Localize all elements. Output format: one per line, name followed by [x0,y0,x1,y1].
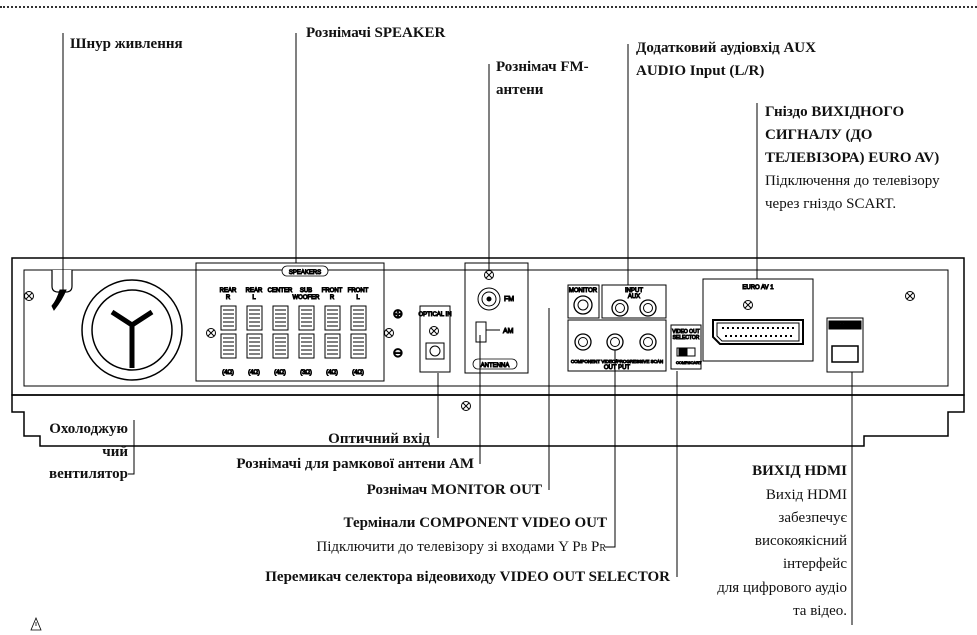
warning-icon [30,616,42,631]
speaker-channel-bottom: L [356,295,360,301]
euro-av-label-2: СИГНАЛУ (ДО [765,127,873,143]
component-desc-text: Підключити до телевізору зі входами Y P [316,539,581,555]
antenna-text: ANTENNA [481,363,510,369]
optical-input-label: Оптичний вхід [328,431,430,447]
fan-label-1: Охолоджую [49,421,128,437]
minus-icon: ⊖ [393,346,404,361]
speaker-impedance: (4Ω) [352,370,364,376]
monitor-text: MONITOR [569,288,598,294]
speaker-impedance: (4Ω) [222,370,234,376]
hdmi-desc-6: та відео. [793,603,847,619]
speaker-channel-bottom: R [226,295,231,301]
component-label-text: COMPONENT VIDEO/PROGRESSIVE SCAN [571,359,663,364]
euro-av-label-1: Гніздо ВИХІДНОГО [765,104,905,120]
speaker-channel-top: REAR [246,288,263,294]
hdmi-out-text: HDMI OUT [833,323,858,329]
hdmi-desc-3: високоякісний [754,533,847,549]
euro-av-scart-connector: EURO AV 1 [702,278,814,362]
speaker-channel-top: REAR [220,288,237,294]
speaker-connectors-label: Рознімачі SPEAKER [306,25,446,41]
power-cord-icon [51,270,73,293]
monitor-out-label: Рознімач MONITOR OUT [366,482,542,498]
cooling-fan-icon [81,279,183,381]
aux-input-label-1: Додатковий аудіовхід AUX [636,40,816,56]
chassis-outline [11,394,965,447]
plus-icon: ⊕ [393,307,404,322]
video-out-selector-switch: VIDEO OUT SELECTOR COMP. SCART [670,324,703,370]
output-text: OUT PUT [604,365,631,371]
euro-av-text: EURO AV 1 [742,285,774,291]
hdmi-desc-5: для цифрового аудіо [717,580,847,596]
euro-av-label-3: ТЕЛЕВІЗОРА) EURO AV) [765,150,940,166]
scart-text: SCART [688,360,702,365]
am-antenna-label: Рознімачі для рамкової антени AM [236,456,474,472]
optical-in-text: OPTICAL IN [418,312,451,318]
euro-av-desc-2: через гніздо SCART. [765,196,897,212]
hdmi-out-label: ВИХІД HDMI [752,463,847,479]
antenna-terminals: FM AM ANTENNA [464,262,529,374]
video-audio-jacks: MONITOR INPUT AUX COMPONENT VIDEO/PROGRE… [567,284,667,372]
comp-text: COMP. [676,360,689,365]
speaker-channel-top: SUB [300,288,312,294]
pr-subscript: R [599,543,606,554]
speaker-channel-bottom: L [252,295,256,301]
input-text: INPUT [625,288,643,294]
euro-av-desc-1: Підключення до телевізору [765,173,940,189]
hdmi-desc-1: Вихід HDMI [765,487,847,503]
hdmi-out-port: HDMI OUT [826,317,864,373]
am-text: AM [503,328,514,335]
dotted-top-border [0,6,977,8]
speaker-channel-bottom: WOOFER [293,295,321,301]
pr-text: P [587,539,600,555]
speaker-channel-top: FRONT [322,288,343,294]
video-out-selector-label: Перемикач селектора відеовиходу VIDEO OU… [265,569,670,585]
optical-input: OPTICAL IN [418,305,452,373]
hdmi-desc-2: забезпечує [778,510,847,526]
aux-text: AUX [628,294,640,300]
speaker-channel-top: CENTER [268,288,293,294]
component-video-desc: Підключити до телевізору зі входами Y PB… [190,536,606,560]
video-out-text: VIDEO OUT [672,329,700,335]
fan-label-3: вентилятор [49,466,128,482]
speakers-title-text: SPEAKERS [289,270,321,276]
speaker-channel-top: FRONT [348,288,369,294]
hdmi-desc-4: інтерфейс [783,556,847,572]
fm-text: FM [504,296,514,303]
speaker-impedance: (4Ω) [326,370,338,376]
selector-text: SELECTOR [673,335,700,341]
speaker-channel-bottom: R [330,295,335,301]
speaker-impedance: (4Ω) [274,370,286,376]
speaker-impedance: (3Ω) [300,370,312,376]
power-cord-label: Шнур живлення [70,36,183,52]
component-video-label: Термінали COMPONENT VIDEO OUT [343,515,607,531]
fm-connector-label-1: Рознімач FM- [496,59,589,75]
fm-connector-label-2: антени [496,82,544,98]
fan-label-2: чий [102,444,128,460]
aux-input-label-2: AUDIO Input (L/R) [636,63,765,79]
speaker-terminals: SPEAKERS REARR(4Ω)REARL(4Ω)CENTER(4Ω)SUB… [195,262,404,382]
leader-lines [62,33,853,625]
speaker-impedance: (4Ω) [248,370,260,376]
pb-subscript: B [580,543,588,554]
